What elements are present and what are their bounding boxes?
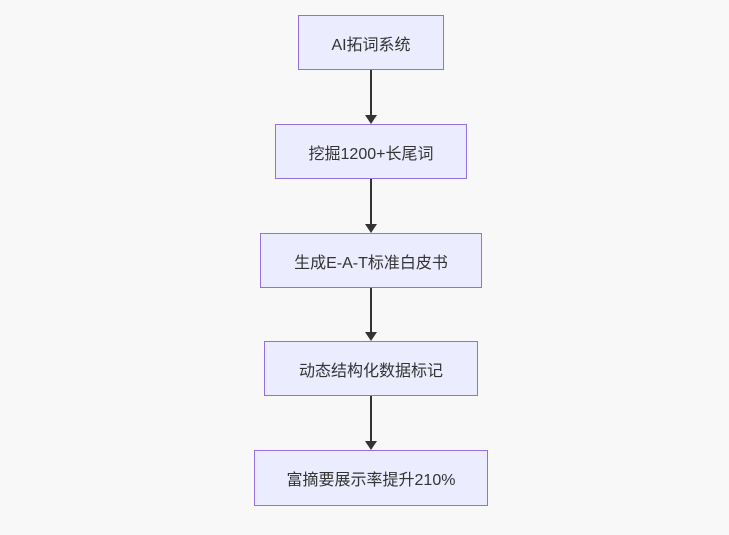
flow-node-structured-data-markup: 动态结构化数据标记 (264, 341, 478, 396)
flow-node-label: 动态结构化数据标记 (298, 362, 443, 380)
arrow-head-icon (365, 332, 377, 341)
arrow-line (370, 288, 372, 333)
flow-arrow-3 (365, 288, 377, 341)
arrow-head-icon (365, 115, 377, 124)
flow-node-label: 富摘要展示率提升210% (286, 472, 456, 489)
flow-arrow-1 (365, 70, 377, 124)
arrow-head-icon (365, 441, 377, 450)
flow-arrow-2 (365, 179, 377, 233)
flow-arrow-4 (365, 396, 377, 450)
flow-node-ai-word-expansion: AI拓词系统 (298, 15, 444, 70)
flow-node-label: 挖掘1200+长尾词 (308, 145, 434, 163)
flow-node-eat-whitepaper: 生成E-A-T标准白皮书 (260, 233, 482, 288)
flow-node-label: 生成E-A-T标准白皮书 (294, 254, 448, 272)
flow-node-longtail-mining: 挖掘1200+长尾词 (275, 124, 467, 179)
arrow-line (370, 70, 372, 116)
arrow-line (370, 179, 372, 225)
arrow-line (370, 396, 372, 442)
flow-node-rich-snippet-result: 富摘要展示率提升210% (254, 450, 488, 506)
flow-node-label: AI拓词系统 (331, 36, 411, 54)
arrow-head-icon (365, 224, 377, 233)
